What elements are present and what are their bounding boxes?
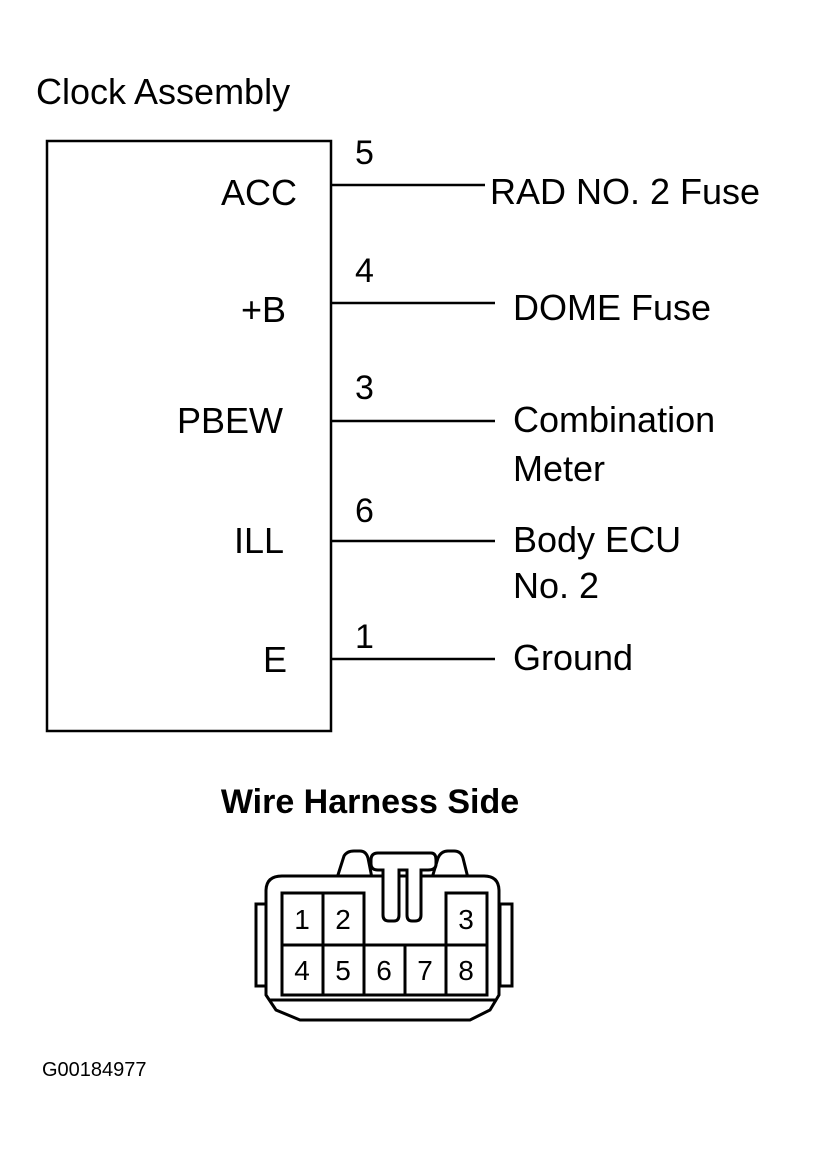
pin-number: 5 (355, 134, 374, 172)
pin-number: 6 (355, 492, 374, 530)
diagram-title: Clock Assembly (36, 71, 290, 112)
connector-pin-labels: 1 2 3 4 5 6 7 8 (294, 904, 474, 986)
destination: Combination (513, 399, 715, 440)
pin-number: 4 (355, 252, 374, 290)
cavity-dividers (321, 893, 448, 995)
figure-code: G00184977 (42, 1059, 147, 1081)
terminal-pbew: PBEW 3 Combination Meter (177, 369, 715, 489)
cavity-4: 4 (294, 955, 310, 986)
side-latch-right (498, 902, 514, 988)
terminal-name: PBEW (177, 400, 283, 441)
clock-assembly-box (45, 139, 333, 733)
destination-line-2: Meter (513, 448, 605, 489)
destination: RAD NO. 2 Fuse (490, 171, 760, 212)
terminal-name: ACC (221, 172, 297, 213)
cavity-frame (280, 943, 489, 997)
destination: Body ECU (513, 519, 681, 560)
lock-tab (369, 851, 438, 923)
destination: DOME Fuse (513, 287, 711, 328)
connector-illustration (254, 849, 514, 1022)
cavity-2: 2 (335, 904, 351, 935)
connector-heading: Wire Harness Side (221, 783, 519, 821)
terminal-acc: ACC 5 RAD NO. 2 Fuse (221, 134, 760, 213)
cavity-5: 5 (335, 955, 351, 986)
destination-line-2: No. 2 (513, 565, 599, 606)
cavity-1: 1 (294, 904, 310, 935)
cavity-7: 7 (417, 955, 433, 986)
terminal-name: ILL (234, 520, 284, 561)
cavity-8: 8 (458, 955, 474, 986)
terminal-e: E 1 Ground (263, 618, 633, 680)
ear-right (430, 849, 470, 879)
cavity-3: 3 (458, 904, 474, 935)
pin-number: 1 (355, 618, 374, 656)
pin-number: 3 (355, 369, 374, 407)
ear-left (335, 849, 374, 879)
terminal-ill: ILL 6 Body ECU No. 2 (234, 492, 681, 606)
terminal-plus-b: +B 4 DOME Fuse (241, 252, 711, 330)
cavity-6: 6 (376, 955, 392, 986)
terminal-name: +B (241, 289, 286, 330)
terminal-name: E (263, 639, 287, 680)
destination: Ground (513, 637, 633, 678)
